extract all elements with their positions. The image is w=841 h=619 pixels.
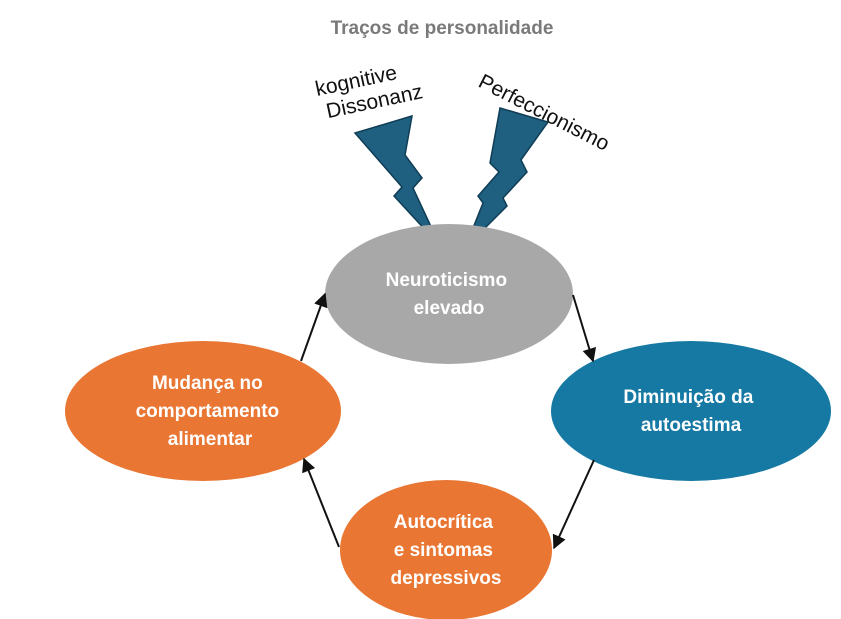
arrow-self-esteem-to-self-criticism (552, 459, 595, 550)
self-criticism-label-line-1: Autocrítica (394, 512, 494, 533)
eating-behavior-label-line-3: alimentar (168, 429, 253, 450)
neuroticism-node (325, 224, 573, 364)
neuroticism-label-line-1: Neuroticismo (386, 270, 507, 291)
self-esteem-node (551, 341, 831, 481)
self-criticism-label: Autocrítica e sintomas depressivos (391, 512, 502, 589)
eating-behavior-node (65, 341, 341, 481)
self-criticism-label-line-2: e sintomas (394, 540, 493, 561)
diagram-title: Traços de personalidade (331, 18, 554, 39)
self-esteem-label-line-1: Diminuição da (623, 387, 753, 408)
left-trigger-label: kognitive Dissonanz (313, 57, 425, 125)
self-esteem-label: Diminuição da autoestima (623, 387, 758, 436)
arrow-self-criticism-to-eating-behavior (302, 457, 340, 548)
arrow-neuroticism-to-self-esteem (572, 294, 597, 363)
self-criticism-node (340, 480, 552, 619)
eating-behavior-label-line-1: Mudança no (152, 373, 263, 394)
right-lightning-icon (464, 107, 550, 249)
neuroticism-label-line-2: elevado (414, 298, 485, 319)
neuroticism-label: Neuroticismo elevado (386, 270, 513, 319)
self-criticism-label-line-3: depressivos (391, 568, 502, 589)
arrow-eating-behavior-to-neuroticism (300, 292, 328, 362)
eating-behavior-label-line-2: comportamento (136, 401, 280, 422)
left-lightning-icon (353, 114, 441, 247)
eating-behavior-label: Mudança no comportamento alimentar (136, 373, 285, 450)
self-esteem-label-line-2: autoestima (641, 415, 742, 436)
